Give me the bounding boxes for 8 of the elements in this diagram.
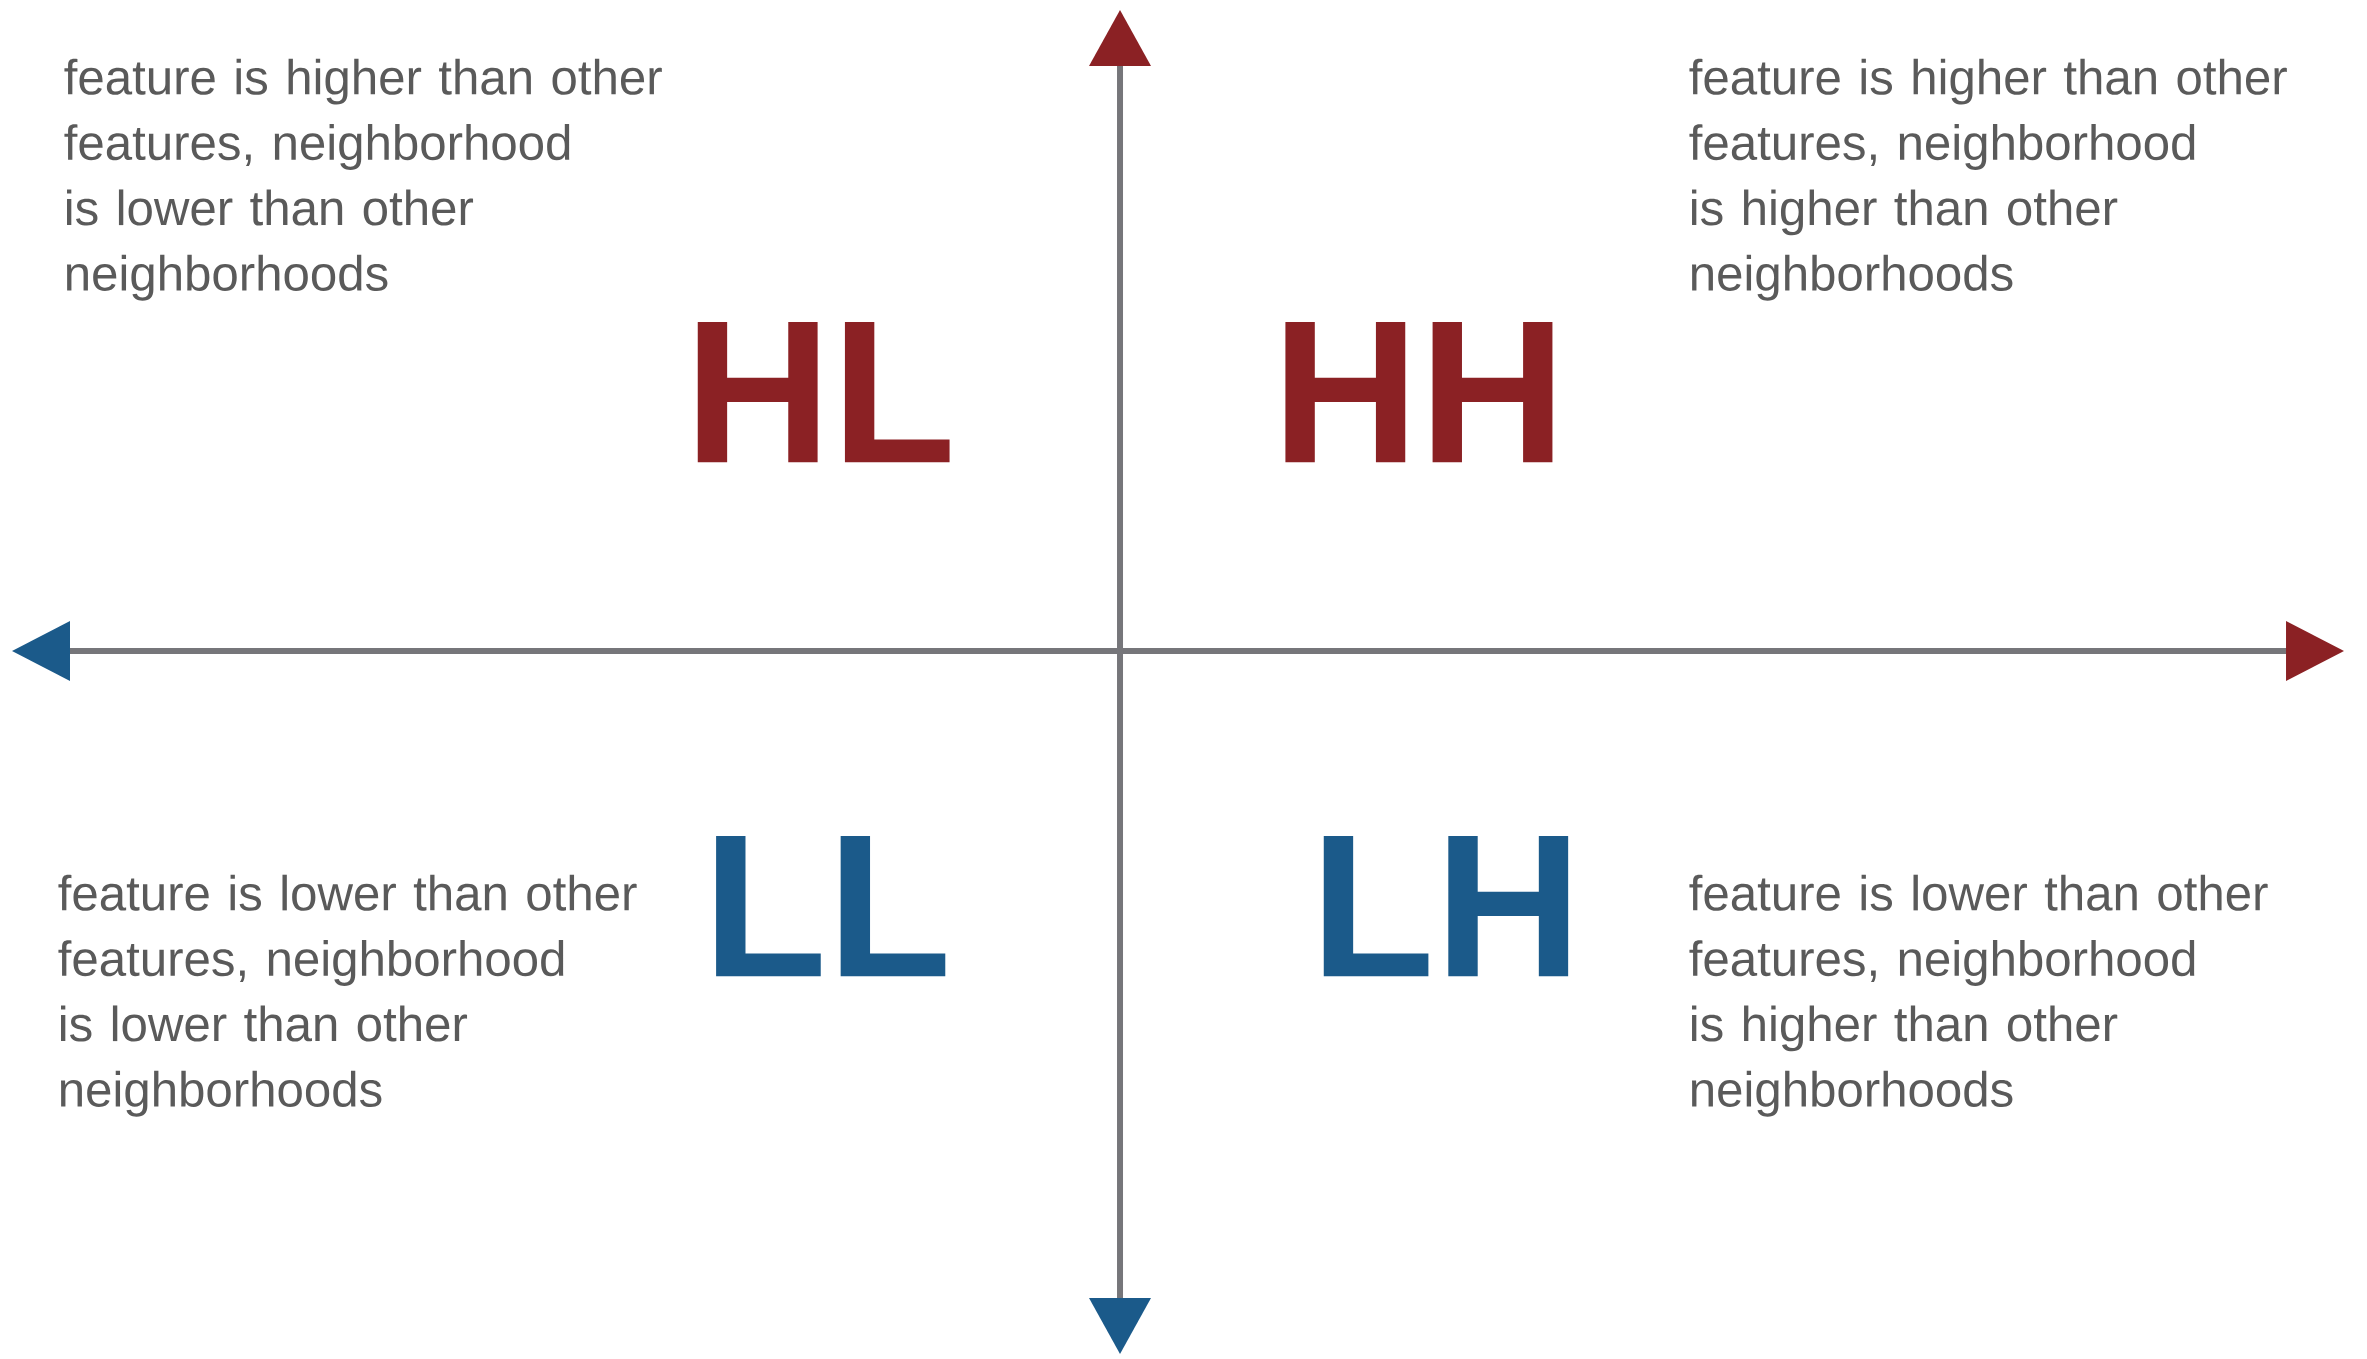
description-text: feature is higher than other features, neighborhood is lower than other neighborhoods bbox=[64, 58, 662, 301]
description-text: feature is lower than other features, neighborhood is higher than other neighborhoods bbox=[1689, 874, 2268, 1117]
description-text: feature is higher than other features, neighborhood is higher than other neighborhoods bbox=[1689, 58, 2287, 301]
description-text: feature is lower than other features, neighborhood is lower than other neighborhoods bbox=[58, 874, 637, 1117]
quadrant-code: LH bbox=[1323, 835, 1569, 977]
quadrant-code: HL bbox=[697, 321, 950, 463]
quadrant-code: HH bbox=[1285, 321, 1553, 463]
quadrant-code: LL bbox=[716, 835, 946, 977]
